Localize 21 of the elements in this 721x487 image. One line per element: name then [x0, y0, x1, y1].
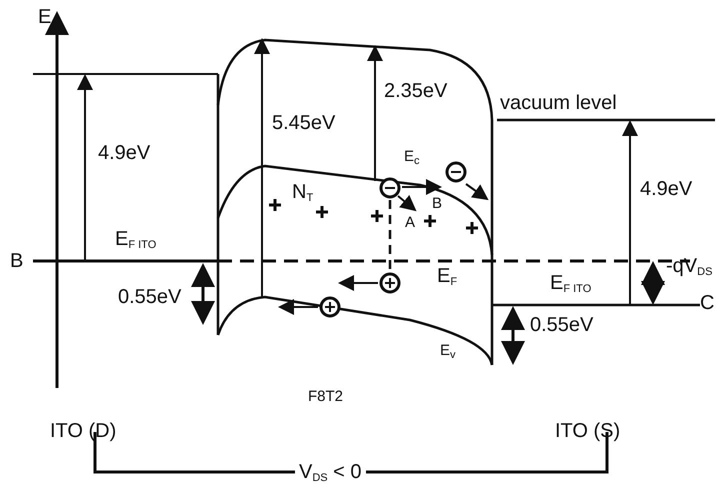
energy-value: 4.9eV: [98, 142, 150, 164]
path-label: B: [432, 194, 442, 214]
point-label: B: [10, 250, 24, 272]
energy-value: 5.45eV: [272, 112, 336, 134]
axis-label: E: [38, 6, 52, 28]
energy-value: 0.55eV: [118, 286, 182, 308]
electrode-label: ITO (S): [555, 420, 620, 442]
level-label: vacuum level: [500, 92, 617, 114]
energy-value: 2.35eV: [384, 80, 448, 102]
trap-label: N$_{T}$: [292, 181, 314, 206]
level-label: E$_{F ITO}$: [550, 272, 592, 297]
band-label: E$_{c}$: [404, 147, 420, 169]
level-label: E$_{F}$: [437, 265, 458, 290]
point-label: C: [700, 292, 714, 314]
material-label: F8T2: [308, 387, 344, 407]
electrode-label: ITO (D): [50, 420, 116, 442]
energy-value: 0.55eV: [530, 314, 594, 336]
level-label: E$_{F ITO}$: [115, 228, 156, 253]
path-label: A: [405, 213, 416, 233]
energy-value: 4.9eV: [640, 178, 692, 200]
band-label: E$_{v}$: [440, 341, 456, 363]
